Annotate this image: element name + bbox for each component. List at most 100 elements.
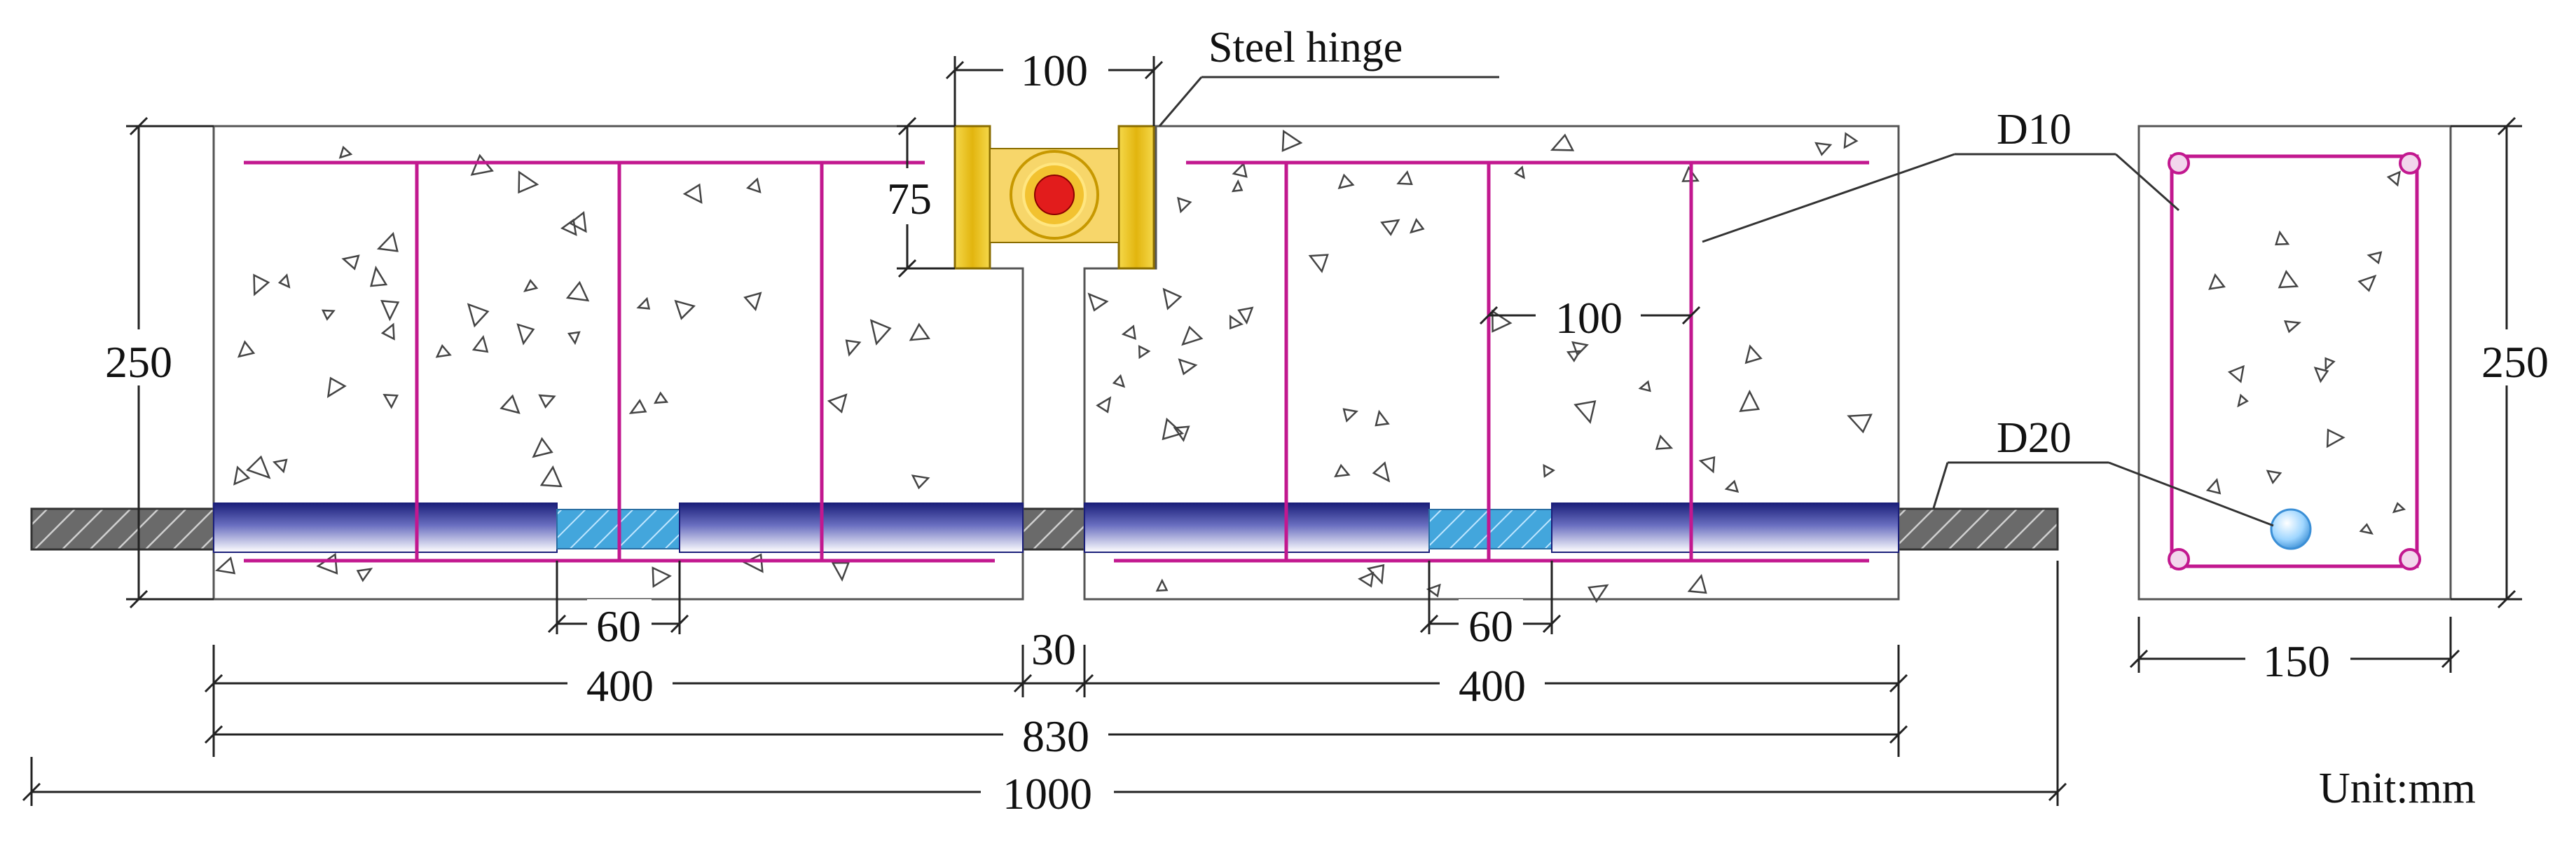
aggregate-triangle: [341, 254, 360, 271]
aggregate-triangle: [1173, 425, 1190, 442]
dim-section-height: 250: [2481, 337, 2549, 387]
aggregate-triangle: [742, 553, 764, 573]
aggregate-triangle: [380, 299, 400, 322]
aggregate-triangle: [383, 394, 399, 409]
aggregate-triangle: [1573, 400, 1597, 424]
aggregate-triangle: [568, 211, 587, 233]
aggregate-triangle: [869, 319, 892, 346]
aggregate-triangle: [1231, 179, 1244, 193]
callout-leaders: [1158, 76, 2274, 527]
aggregate-triangle: [560, 218, 577, 236]
right-stirrups: [1114, 160, 1869, 563]
aggregate-triangle: [1308, 254, 1329, 273]
aggregate-triangle: [523, 279, 539, 292]
hinge-pin: [1034, 175, 1075, 215]
left-stirrups: [244, 160, 995, 563]
aggregate-triangle: [628, 399, 647, 414]
dim-span: 830: [1022, 711, 1089, 761]
aggregate-triangle: [1181, 325, 1204, 346]
aggregate-triangle: [338, 145, 353, 159]
aggregate-triangle: [653, 391, 669, 404]
aggregate-triangle: [1655, 434, 1674, 450]
cross-section: [2137, 125, 2452, 601]
aggregate-triangle: [1177, 196, 1192, 214]
aggregate-triangle: [1112, 374, 1126, 388]
aggregate-triangle: [1155, 578, 1169, 592]
aggregate-triangle: [1814, 142, 1833, 156]
aggregate-triangle: [1178, 358, 1198, 376]
steel-hinge-label: Steel hinge: [1208, 24, 1403, 71]
aggregate-triangle: [1514, 165, 1525, 179]
aggregate-triangle: [253, 273, 270, 296]
d10-label: D10: [1997, 106, 2072, 153]
aggregate-triangle: [321, 309, 336, 321]
aggregate-triangle: [1087, 292, 1109, 312]
aggregate-triangle: [2208, 273, 2226, 290]
aggregate-triangle: [2227, 364, 2245, 383]
aggregate-triangle: [1744, 344, 1763, 364]
aggregate-triangle: [2324, 357, 2336, 371]
aggregate-triangle: [233, 465, 251, 486]
aggregate-triangle: [2359, 523, 2374, 535]
aggregate-triangle: [1396, 170, 1413, 186]
steel-hinge: [953, 125, 1155, 270]
aggregate-triangle: [1587, 584, 1609, 603]
aggregate-triangle: [1409, 218, 1425, 234]
aggregate-triangle: [237, 340, 256, 358]
aggregate-triangle: [682, 183, 703, 204]
aggregate-triangle: [1492, 309, 1513, 333]
d20-bar: [2270, 508, 2312, 550]
aggregate-triangle: [1739, 389, 1761, 412]
aggregate-triangle: [326, 376, 347, 398]
aggregate-triangle: [2313, 367, 2329, 383]
dim-gap-right: 60: [1468, 601, 1513, 651]
aggregate-triangle: [2357, 274, 2377, 292]
aggregate-triangle: [370, 266, 388, 287]
aggregate-triangle: [1571, 341, 1589, 357]
dim-total-length: 1000: [1003, 769, 1092, 819]
aggregate-triangle: [1375, 409, 1390, 427]
aggregate-triangle: [1281, 130, 1303, 152]
aggregate-triangle: [272, 458, 288, 474]
aggregate-triangle: [746, 177, 762, 193]
aggregate-texture: [215, 130, 1873, 603]
dim-half-left: 400: [586, 661, 654, 711]
section-aggregate-texture: [2205, 170, 2406, 535]
aggregate-triangle: [2326, 428, 2346, 449]
aggregate-triangle: [1843, 132, 1859, 149]
dim-hinge-height: 75: [887, 174, 932, 224]
aggregate-triangle: [1550, 133, 1575, 151]
aggregate-triangle: [2386, 170, 2401, 187]
aggregate-triangle: [1638, 380, 1651, 392]
dimension-labels: 100 75 250 100 60 60 30 400 400 830 1000…: [90, 43, 2563, 819]
aggregate-triangle: [1543, 463, 1555, 478]
aggregate-triangle: [532, 437, 553, 458]
aggregate-triangle: [1162, 287, 1183, 310]
dim-stirrup-spacing: 100: [1555, 293, 1623, 343]
unit-label: Unit:mm: [2319, 765, 2476, 812]
aggregate-triangle: [1358, 571, 1375, 588]
aggregate-triangle: [1724, 479, 1740, 493]
dim-section-width: 150: [2263, 636, 2330, 686]
callout-labels: Steel hinge D10 D20 Unit:mm: [1208, 24, 2476, 812]
aggregate-triangle: [1687, 573, 1707, 594]
aggregate-triangle: [911, 474, 930, 490]
aggregate-triangle: [1366, 563, 1385, 585]
aggregate-triangle: [845, 339, 862, 357]
aggregate-triangle: [2205, 478, 2222, 495]
aggregate-triangle: [215, 556, 236, 575]
aggregate-triangle: [565, 280, 590, 302]
aggregate-triangle: [2278, 270, 2299, 289]
aggregate-triangle: [1566, 350, 1582, 363]
aggregate-triangle: [831, 561, 850, 582]
aggregate-triangle: [435, 344, 452, 358]
aggregate-triangle: [539, 465, 563, 488]
aggregate-triangle: [1138, 345, 1151, 360]
aggregate-triangle: [1096, 396, 1112, 413]
d20-label: D20: [1997, 414, 2072, 462]
dim-joint: 30: [1031, 624, 1076, 674]
aggregate-triangle: [516, 323, 535, 346]
aggregate-triangle: [1229, 315, 1244, 330]
aggregate-triangle: [636, 296, 651, 310]
